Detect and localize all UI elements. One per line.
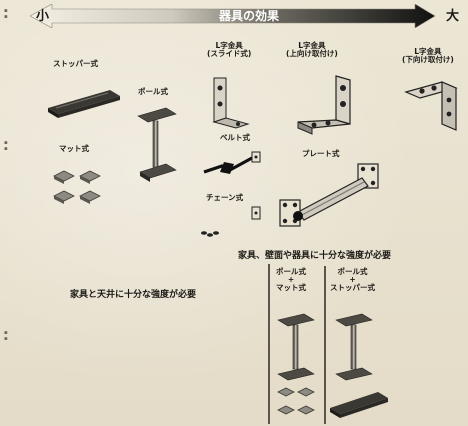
l-slide-label-line2: (スライド式) (207, 48, 252, 58)
pole-mat-image (277, 313, 315, 415)
mat-image (53, 170, 101, 204)
belt-label: ベルト式 (220, 133, 250, 142)
pole-stopper-label-line3: ストッパー式 (330, 282, 375, 292)
pole-mat-label: ポール式 + マット式 (276, 268, 306, 292)
small-effect-label: 小 (36, 9, 50, 24)
l-down-label-line2: (下向け取付け) (402, 54, 454, 64)
l-slide-label-line1: L字金具 (215, 41, 243, 50)
chain-image (201, 206, 261, 237)
belt-image (203, 151, 261, 174)
l-up-label-line1: L字金具 (298, 41, 326, 50)
stopper-image (48, 90, 120, 118)
mat-label: マット式 (59, 144, 89, 153)
pole-image (137, 107, 177, 182)
l-down-label-line1: L字金具 (414, 47, 442, 56)
pole-mat-label-line1: ポール式 (276, 267, 306, 276)
side-mark: ▪▪ (4, 140, 8, 153)
l-up-label-line2: (上向け取付け) (286, 48, 338, 58)
side-mark: ▪▪ (4, 330, 8, 343)
plate-label: プレート式 (302, 149, 340, 158)
pole-label: ポール式 (138, 87, 168, 96)
l-slide-image (212, 77, 250, 129)
plate-image (279, 163, 379, 227)
l-up-label: L字金具 (上向け取付け) (286, 42, 338, 58)
side-mark: ▪▪ (4, 8, 8, 21)
combo-divider-left (268, 264, 270, 424)
stopper-label: ストッパー式 (53, 59, 98, 68)
combo-divider-middle (324, 266, 326, 424)
pole-stopper-image (330, 313, 388, 418)
wall-strength-note: 家具、壁面や器具に十分な強度が必要 (238, 251, 392, 261)
effect-arrow (30, 4, 436, 28)
l-down-image (404, 81, 458, 131)
ceiling-strength-note: 家具と天井に十分な強度が必要 (70, 290, 197, 300)
l-slide-label: L字金具 (スライド式) (207, 42, 251, 58)
pole-stopper-label-line1: ポール式 (337, 267, 368, 276)
large-effect-label: 大 (446, 9, 460, 24)
pole-stopper-label-line2: + (349, 274, 356, 284)
l-up-image (297, 75, 351, 135)
pole-stopper-label: ポール式 + ストッパー式 (330, 268, 375, 292)
pole-mat-label-line2: + (287, 274, 295, 284)
chain-label: チェーン式 (206, 193, 244, 202)
effect-title: 器具の効果 (219, 9, 280, 23)
l-down-label: L字金具 (下向け取付け) (402, 48, 454, 64)
pole-mat-label-line3: マット式 (276, 282, 306, 292)
